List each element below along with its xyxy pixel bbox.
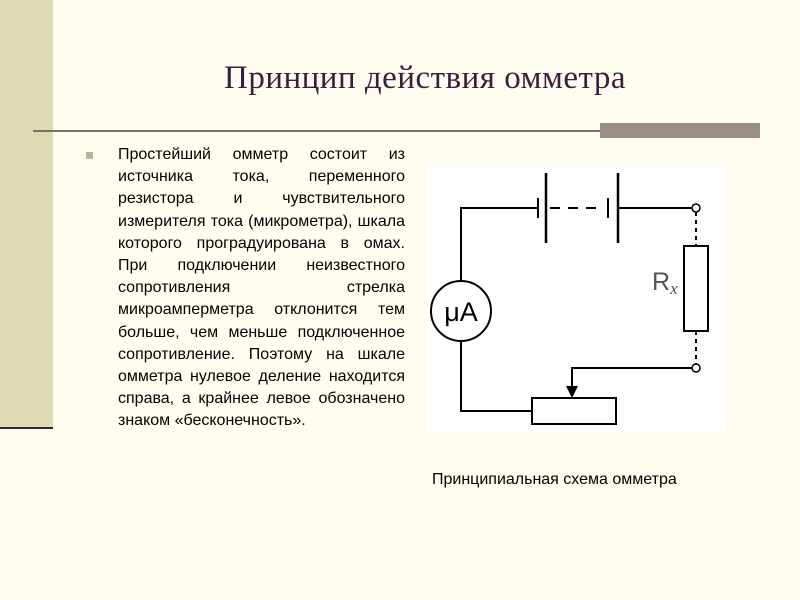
microammeter-label: μA (444, 297, 478, 327)
terminal-bottom (691, 363, 701, 373)
terminal-top (691, 203, 701, 213)
diagram-caption: Принципиальная схема омметра (432, 471, 677, 488)
ohmmeter-circuit-diagram: μA Rx (426, 168, 726, 433)
resistor-label: Rx (652, 268, 678, 298)
unknown-resistor (683, 245, 709, 332)
bullet-marker (86, 152, 93, 159)
microammeter-circle (430, 280, 492, 342)
left-band-underline (0, 427, 53, 429)
title-divider (33, 130, 760, 132)
slide-title: Принцип действия омметра (224, 60, 626, 96)
wiper-arrowhead (566, 386, 578, 398)
title-divider-accent (600, 123, 760, 138)
wire-top-left (460, 207, 538, 282)
body-paragraph: Простейший омметр состоит из источника т… (118, 146, 405, 430)
wire-bottom-left (460, 340, 532, 412)
variable-resistor (531, 397, 617, 425)
battery-symbol (537, 173, 620, 243)
left-accent-band (0, 0, 53, 428)
wire-right-arrow (571, 367, 693, 390)
